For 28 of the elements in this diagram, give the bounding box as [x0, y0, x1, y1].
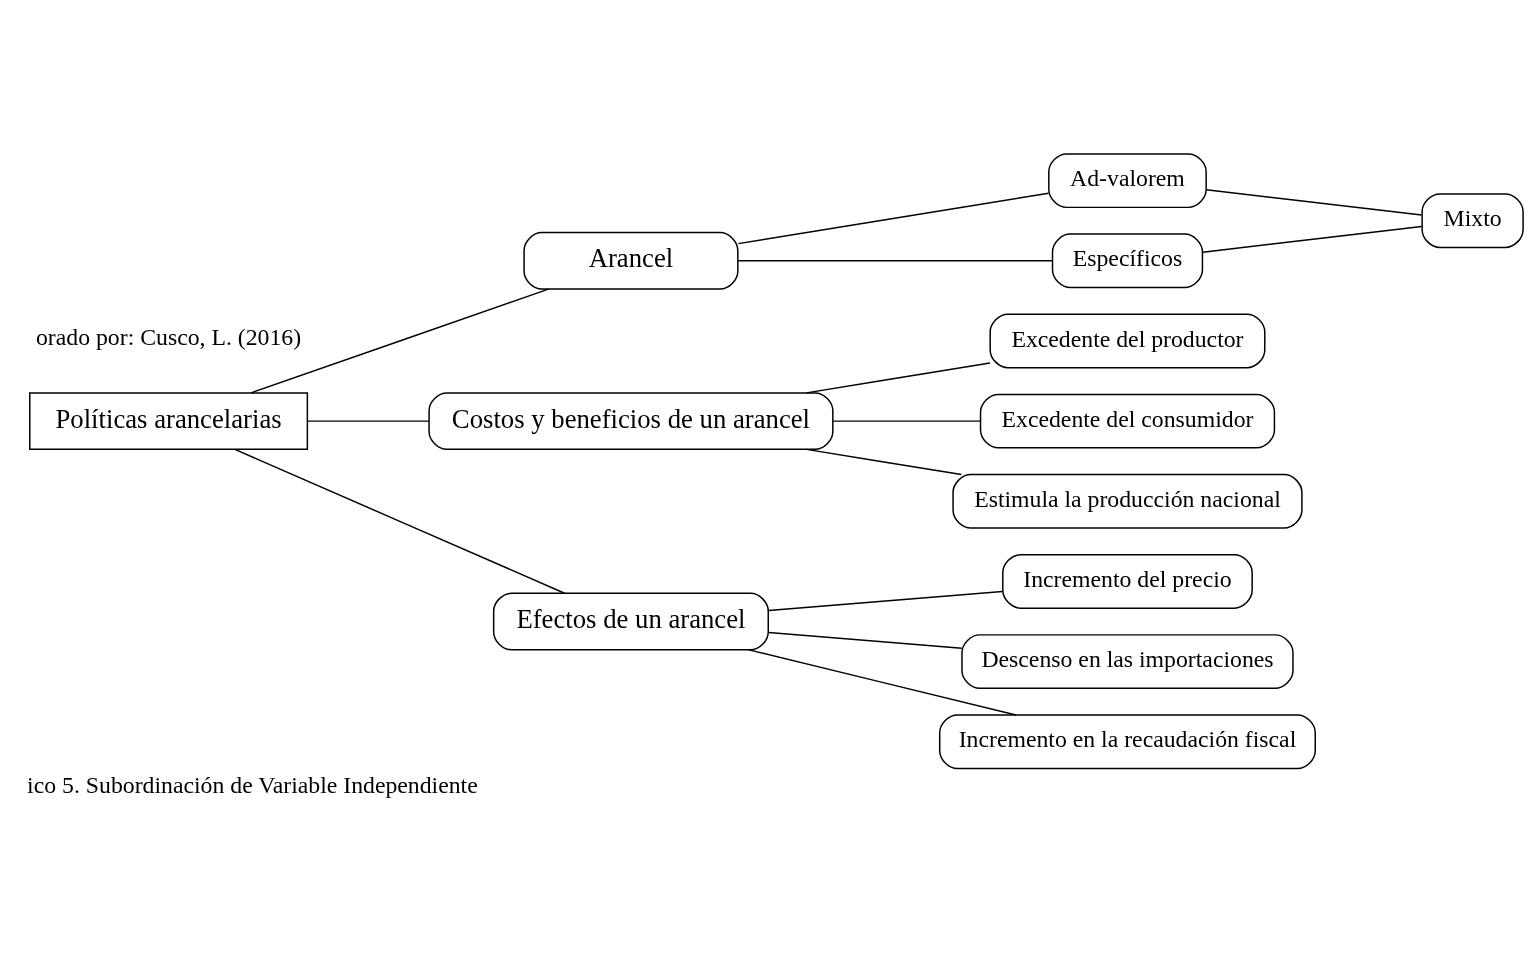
connector	[805, 362, 991, 394]
node-box: Mixto	[1421, 193, 1524, 249]
connector	[805, 448, 963, 476]
node-box: Costos y beneficios de un arancel	[428, 392, 834, 451]
node-box: Ad-valorem	[1048, 153, 1207, 209]
connector	[737, 260, 1054, 262]
connector	[767, 631, 963, 649]
connector	[307, 420, 430, 422]
node-box: Descenso en las importaciones	[961, 634, 1294, 690]
node-box: Excedente del consumidor	[979, 393, 1276, 449]
connector	[234, 448, 566, 594]
node-box: Efectos de un arancel	[492, 592, 769, 651]
node-box: Específicos	[1051, 233, 1204, 289]
connector	[1202, 225, 1423, 253]
connector	[832, 420, 982, 422]
node-box: Incremento en la recaudación fiscal	[938, 714, 1316, 770]
connector	[767, 590, 1004, 612]
node-box: Arancel	[523, 231, 739, 290]
connector	[1205, 188, 1423, 216]
node-box: Incremento del precio	[1002, 554, 1253, 609]
caption: ico 5. Subordinación de Variable Independiente	[27, 772, 478, 799]
node-box: Políticas arancelarias	[29, 392, 309, 451]
connector	[748, 649, 1017, 716]
node-box: Excedente del productor	[989, 313, 1266, 369]
label: orado por: Cusco, L. (2016)	[35, 324, 302, 351]
node-box: Estimula la producción nacional	[952, 473, 1303, 529]
connector	[250, 288, 550, 394]
connector	[737, 192, 1050, 245]
